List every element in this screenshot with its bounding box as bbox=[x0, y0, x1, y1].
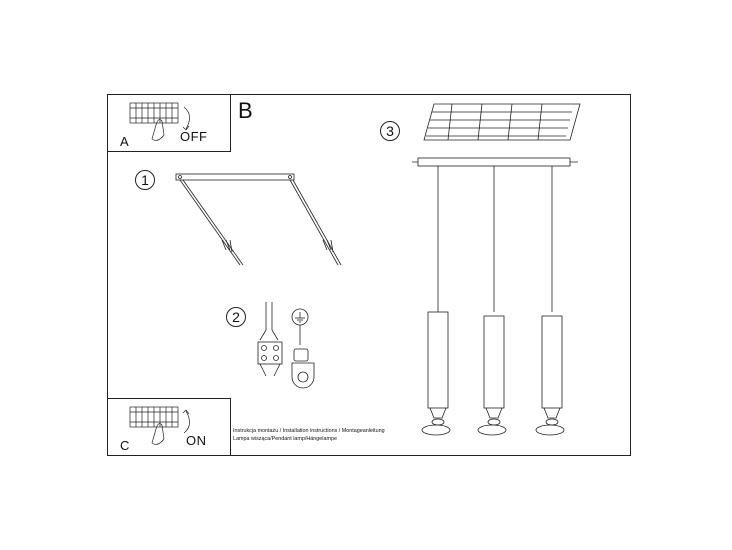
off-label: OFF bbox=[180, 129, 208, 144]
box-c-letter: C bbox=[120, 438, 130, 453]
step-2-badge: 2 bbox=[226, 307, 246, 327]
step-3-badge: 3 bbox=[380, 121, 400, 141]
power-on-panel: C ON bbox=[107, 398, 231, 456]
mounting-bar-with-cables-drawing bbox=[175, 173, 342, 266]
caption-line-1: Instrukcja montażu / Installation instru… bbox=[233, 428, 385, 434]
box-a-letter: A bbox=[120, 134, 129, 149]
section-b-label: B bbox=[238, 98, 253, 123]
pendant-lamp-assembly-drawing bbox=[412, 103, 581, 436]
fuse-box-icon bbox=[129, 406, 190, 445]
fuse-box-icon bbox=[129, 102, 190, 141]
wire-connector-drawing bbox=[257, 302, 283, 377]
on-label: ON bbox=[186, 433, 207, 448]
step-1-badge: 1 bbox=[135, 170, 155, 190]
ground-terminal-drawing bbox=[291, 308, 315, 389]
power-off-panel: A OFF bbox=[107, 94, 231, 152]
instructions-caption: Instrukcja montażu / Installation instru… bbox=[233, 427, 385, 443]
caption-line-2: Lampa wisząca/Pendant lamp/Hängelampe bbox=[233, 436, 337, 442]
instruction-sheet-frame bbox=[107, 94, 631, 456]
